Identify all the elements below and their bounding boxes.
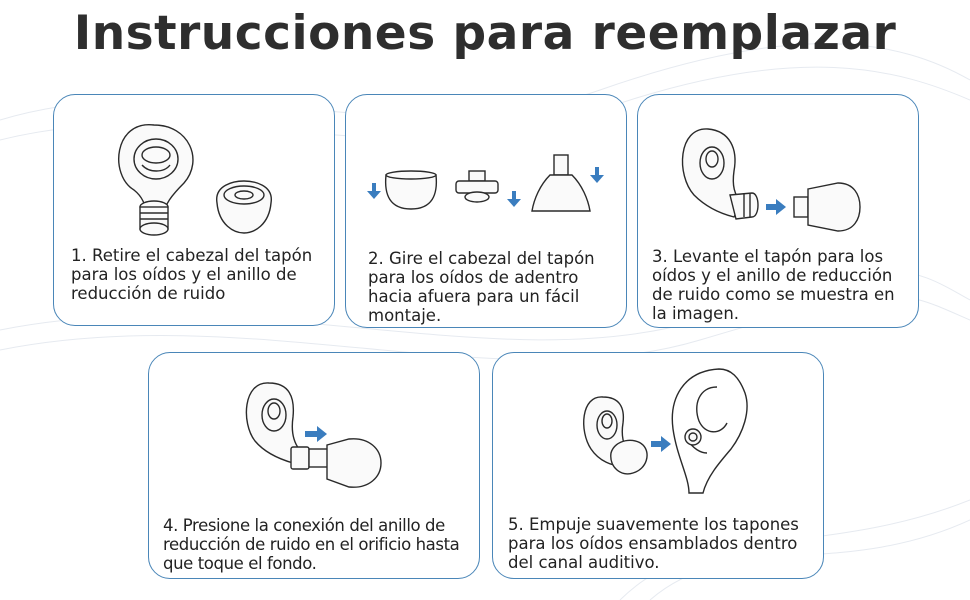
step-card-2: 2. Gire el cabezal del tapón para los oí… xyxy=(345,94,627,328)
step-card-1: 1. Retire el cabezal del tapón para los … xyxy=(53,94,335,326)
step-1-text: 1. Retire el cabezal del tapón para los … xyxy=(71,246,313,303)
step-card-5: 5. Empuje suavemente los tapones para lo… xyxy=(492,352,824,579)
page-title: Instrucciones para reemplazar xyxy=(73,6,897,61)
step-card-3: 3. Levante el tapón para los oídos y el … xyxy=(637,94,919,328)
insert-into-ear-illustration xyxy=(583,368,748,494)
step-2-text: 2. Gire el cabezal del tapón para los oí… xyxy=(368,249,595,325)
press-connection-illustration xyxy=(245,382,382,488)
align-tip-illustration xyxy=(681,128,861,232)
step-4-text: 4. Presione la conexión del anillo de re… xyxy=(163,516,460,573)
step-card-4: 4. Presione la conexión del anillo de re… xyxy=(148,352,480,579)
earplug-parts-illustration xyxy=(118,124,272,236)
twist-tip-illustration xyxy=(367,154,604,212)
step-3-text: 3. Levante el tapón para los oídos y el … xyxy=(652,247,895,323)
step-5-text: 5. Empuje suavemente los tapones para lo… xyxy=(508,515,799,572)
